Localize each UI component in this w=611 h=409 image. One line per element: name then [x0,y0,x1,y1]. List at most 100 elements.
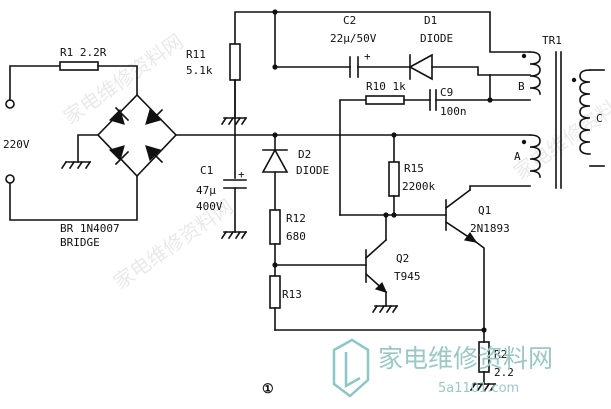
bridge-diode-3 [108,145,130,166]
winding-a-label: A [514,150,521,163]
junction-top [272,9,278,15]
r11-value: 5.1k [186,64,213,77]
c1-ground-icon [220,230,248,240]
junction-d2 [272,132,278,138]
r11-ground-icon [220,116,248,126]
winding-b-coil [529,51,541,95]
r12-label: R12 [286,212,306,225]
bridge-outline [96,93,178,178]
r12-body [269,209,281,245]
winding-b-label: B [518,80,525,93]
bridge-diode-2 [145,108,164,125]
r15-label: R15 [404,162,424,175]
d1-type: DIODE [420,32,453,45]
q2-emitter-arrow [374,281,388,293]
c1-capacitor: + C1 47μ 400V [196,134,248,240]
winding-a-dot [521,139,527,145]
q1-emitter-arrow [463,231,478,243]
junction-q2-collector [383,212,389,218]
bridge-part-label: BR 1N4007 [60,222,120,235]
c2-plus-sign: + [364,50,371,63]
r11-body [229,43,241,81]
r11-resistor: R11 5.1k [186,43,248,126]
brand-logo-icon [332,338,370,398]
r12-value: 680 [286,230,306,243]
r2-value: 2.2 [494,366,514,379]
r10-label: R10 1k [366,80,406,93]
winding-a-coil [529,134,541,178]
brand-text: 家电维修资料网 [378,344,553,373]
background-watermark: 家电维修资料网 家电维修资料网 家电维修资料网 [59,29,611,294]
q1-part: 2N1893 [470,222,510,235]
bridge-diode-1 [108,106,130,125]
c1-value-1: 47μ [196,184,216,197]
winding-c-label: C [596,112,603,125]
ac-input-wire-top [9,65,61,101]
r2-ground-icon [469,382,497,392]
r11-label: R11 [186,48,206,61]
d1-lead [431,66,531,76]
r10-lead-left [339,99,367,216]
q1-collector [444,188,472,210]
figure-number: ① [262,382,274,397]
d2-label: D2 [298,148,311,161]
d1-triangle [408,53,433,81]
r13-label: R13 [282,288,302,301]
r1-resistor: R1 2.2R [59,46,138,96]
bridge-name-label: BRIDGE [60,236,100,249]
top-rail-wire [234,11,531,136]
winding-c-coil [579,69,591,155]
r2-resistor: R2 2.2 [469,329,514,392]
c1-value-2: 400V [196,200,223,213]
tr1-label: TR1 [542,34,562,47]
bridge-rectifier: BR 1N4007 BRIDGE [60,93,178,249]
q2-transistor: Q2 T945 [274,214,421,314]
r1-wire [97,65,138,96]
bridge-ground-wire [77,134,99,163]
d2-type: DIODE [296,164,329,177]
d1-label: D1 [424,14,437,27]
bridge-diode-4 [145,145,164,164]
q2-ground-icon [371,304,399,314]
r2-label: R2 [494,348,507,361]
c9-label: C9 [440,86,453,99]
brand-url: 5a1101.com [438,381,519,396]
d2-diode: D2 DIODE [261,134,329,211]
watermark-bg-text-3: 家电维修资料网 [509,84,611,184]
r10-body [365,95,405,105]
d1-diode: D1 DIODE [408,14,531,81]
ac-voltage-label: 220V [3,138,30,151]
c2-value: 22μ/50V [330,32,377,45]
r13-resistor: R13 [269,264,302,331]
winding-c-dot [571,77,577,83]
winding-b-dot [521,53,527,59]
r15-resistor: R15 2200k [388,134,435,216]
c9-value: 100n [440,105,467,118]
junction-r15-top [391,132,397,138]
transformer-tr1: TR1 B A C [489,34,605,189]
r12-resistor: R12 680 [269,209,306,266]
q1-label: Q1 [478,204,491,217]
r10-resistor: R10 1k [339,80,431,216]
q1-transistor: Q1 2N1893 [444,185,531,331]
r1-body [59,61,99,71]
watermark-bg-text-1: 家电维修资料网 [59,29,187,129]
c2-capacitor: + C2 22μ/50V [274,14,411,78]
c9-capacitor: C9 100n [429,86,491,118]
r1-label: R1 2.2R [60,46,107,59]
c1-label: C1 [200,164,213,177]
c1-plus-sign: + [238,168,245,181]
junction-q1-base [391,212,397,218]
brand-watermark: 家电维修资料网 5a1101.com [332,338,553,398]
q1-emitter-lead [474,240,485,331]
c2-label: C2 [343,14,356,27]
q2-part: T945 [394,270,421,283]
junction-c2 [272,64,278,70]
ac-terminal-top [5,99,15,109]
r15-value: 2200k [402,180,435,193]
d2-triangle [261,148,289,173]
ac-input-wire-bottom [9,175,138,221]
ac-terminal-bottom [5,174,15,184]
r13-body [269,275,281,309]
